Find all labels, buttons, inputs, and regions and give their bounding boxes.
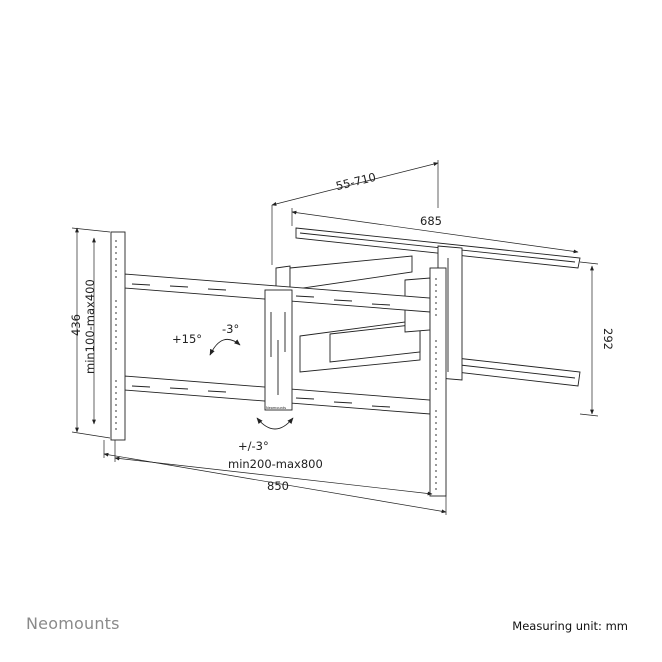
- dimension-lines: [71, 160, 599, 515]
- dim-swivel-level: +/-3°: [238, 439, 269, 453]
- dim-vesa-vertical: min100-max400: [83, 279, 97, 374]
- dim-total-width: 850: [267, 479, 289, 493]
- plate-logo: Neomounts: [266, 406, 286, 410]
- dim-depth: 55-710: [334, 170, 377, 193]
- level-arrow: [256, 417, 294, 430]
- dim-vesa-horizontal: min200-max800: [228, 457, 323, 471]
- swing-arm: [275, 255, 431, 373]
- tv-bracket-left: [110, 231, 126, 441]
- measuring-unit: Measuring unit: mm: [512, 619, 628, 633]
- arm-center-plate: [264, 289, 293, 411]
- dim-tilt-down: -3°: [222, 322, 239, 336]
- dim-tilt-up: +15°: [172, 332, 202, 346]
- brand-logo: Neomounts: [26, 614, 120, 633]
- dim-total-height: 436: [69, 314, 83, 336]
- dim-plate-height: 292: [601, 328, 615, 350]
- tilt-arrow: [209, 338, 241, 356]
- dim-plate-width: 685: [420, 214, 442, 228]
- tv-bracket-right: [429, 267, 447, 497]
